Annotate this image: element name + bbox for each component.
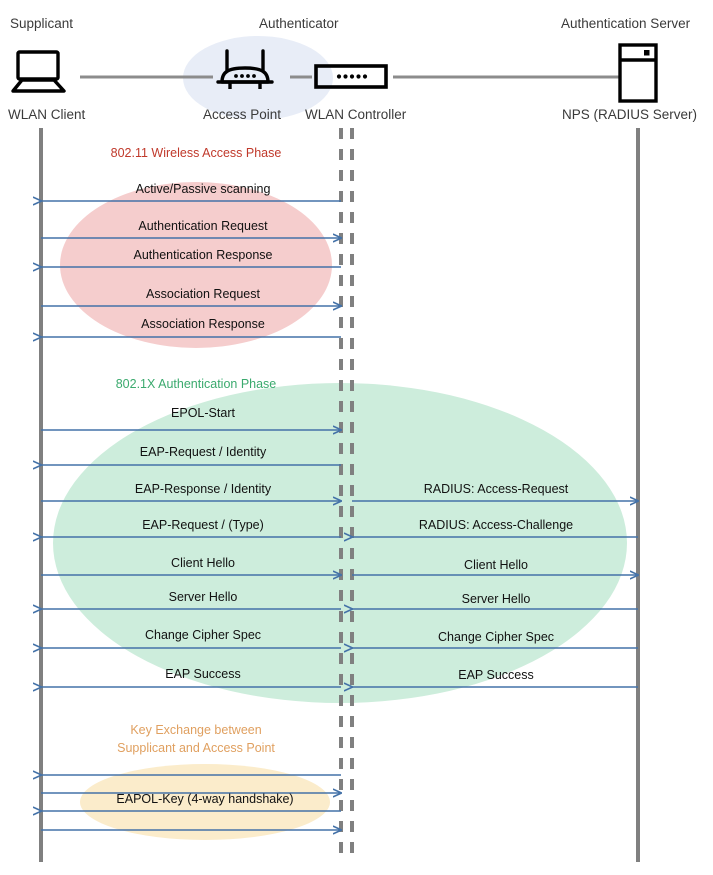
message-label: Authentication Request [138,219,268,233]
phase-title-wireless-access: 802.11 Wireless Access Phase [110,146,282,160]
message-label: EAP-Request / Identity [139,445,267,459]
phase-ellipse-dot1x [53,383,627,703]
node-label-wlan-client: WLAN Client [8,107,86,122]
role-title-supplicant: Supplicant [10,16,74,31]
message-label: EPOL-Start [171,406,235,420]
node-label-wlan-controller: WLAN Controller [305,107,407,122]
role-title-authenticator: Authenticator [259,16,339,31]
role-title-authentication-server: Authentication Server [561,16,691,31]
message-label: RADIUS: Access-Request [423,482,569,496]
node-label-nps: NPS (RADIUS Server) [562,107,698,122]
server-rack-icon [618,43,658,108]
message-label: EAPOL-Key (4-way handshake) [116,792,294,806]
authenticator-group-ellipse [183,36,333,120]
wlan-controller-icon [314,63,388,96]
message-label: EAP Success [458,668,534,682]
phase-title-dot1x: 802.1X Authentication Phase [115,377,277,391]
message-label: Association Request [146,287,260,301]
message-label: Association Response [141,317,265,331]
phase-title-key-exchange-line1: Key Exchange between [130,723,262,737]
message-label: EAP-Request / (Type) [142,518,264,532]
message-label: Change Cipher Spec [144,628,262,642]
node-label-access-point: Access Point [203,107,282,122]
message-label: Active/Passive scanning [135,182,271,196]
message-label: Change Cipher Spec [437,630,555,644]
message-label: EAP Success [165,667,241,681]
phase-ellipse-key-exchange [80,764,330,840]
phase-title-key-exchange-line2: Supplicant and Access Point [117,741,275,756]
message-label: EAP-Response / Identity [134,482,272,496]
wireless-access-point-icon [214,48,276,101]
message-label: Client Hello [464,558,528,572]
message-label: RADIUS: Access-Challenge [418,518,574,532]
message-label: Client Hello [171,556,235,570]
phase-title-key-exchange: Key Exchange between Supplicant and Acce… [0,721,392,757]
message-label: Server Hello [168,590,238,604]
laptop-icon [10,50,72,101]
message-label: Server Hello [461,592,531,606]
message-label: Authentication Response [133,248,273,262]
